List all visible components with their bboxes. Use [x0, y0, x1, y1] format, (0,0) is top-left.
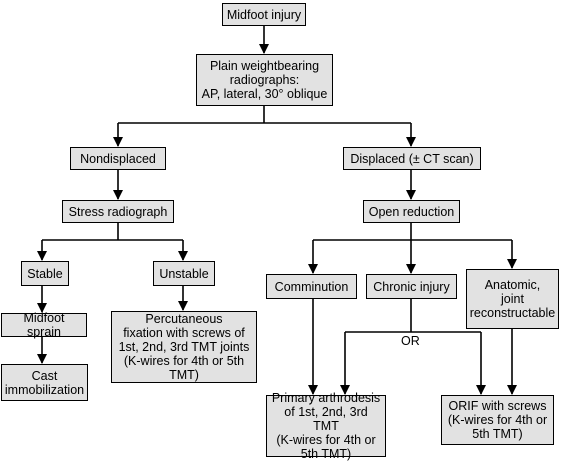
node-percutaneous-fixation: Percutaneous fixation with screws of 1st…	[111, 311, 257, 383]
node-chronic-injury: Chronic injury	[366, 274, 457, 299]
node-unstable: Unstable	[153, 261, 215, 286]
or-label: OR	[398, 334, 423, 348]
node-stress-radiograph: Stress radiograph	[62, 200, 174, 223]
node-primary-arthrodesis: Primary arthrodesis of 1st, 2nd, 3rd TMT…	[266, 391, 386, 461]
node-radiographs: Plain weightbearing radiographs: AP, lat…	[196, 54, 333, 106]
node-midfoot-sprain: Midfoot sprain	[1, 311, 87, 339]
node-anatomic-reconstructable: Anatomic, joint reconstructable	[466, 269, 559, 329]
node-midfoot-injury: Midfoot injury	[222, 3, 306, 26]
node-stable: Stable	[21, 261, 69, 286]
node-orif-with-screws: ORIF with screws (K-wires for 4th or 5th…	[441, 395, 554, 445]
node-cast-immobilization: Cast immobilization	[1, 364, 88, 401]
node-open-reduction: Open reduction	[363, 200, 460, 223]
node-displaced: Displaced (± CT scan)	[343, 147, 481, 170]
node-comminution: Comminution	[266, 274, 357, 299]
node-nondisplaced: Nondisplaced	[70, 147, 166, 170]
